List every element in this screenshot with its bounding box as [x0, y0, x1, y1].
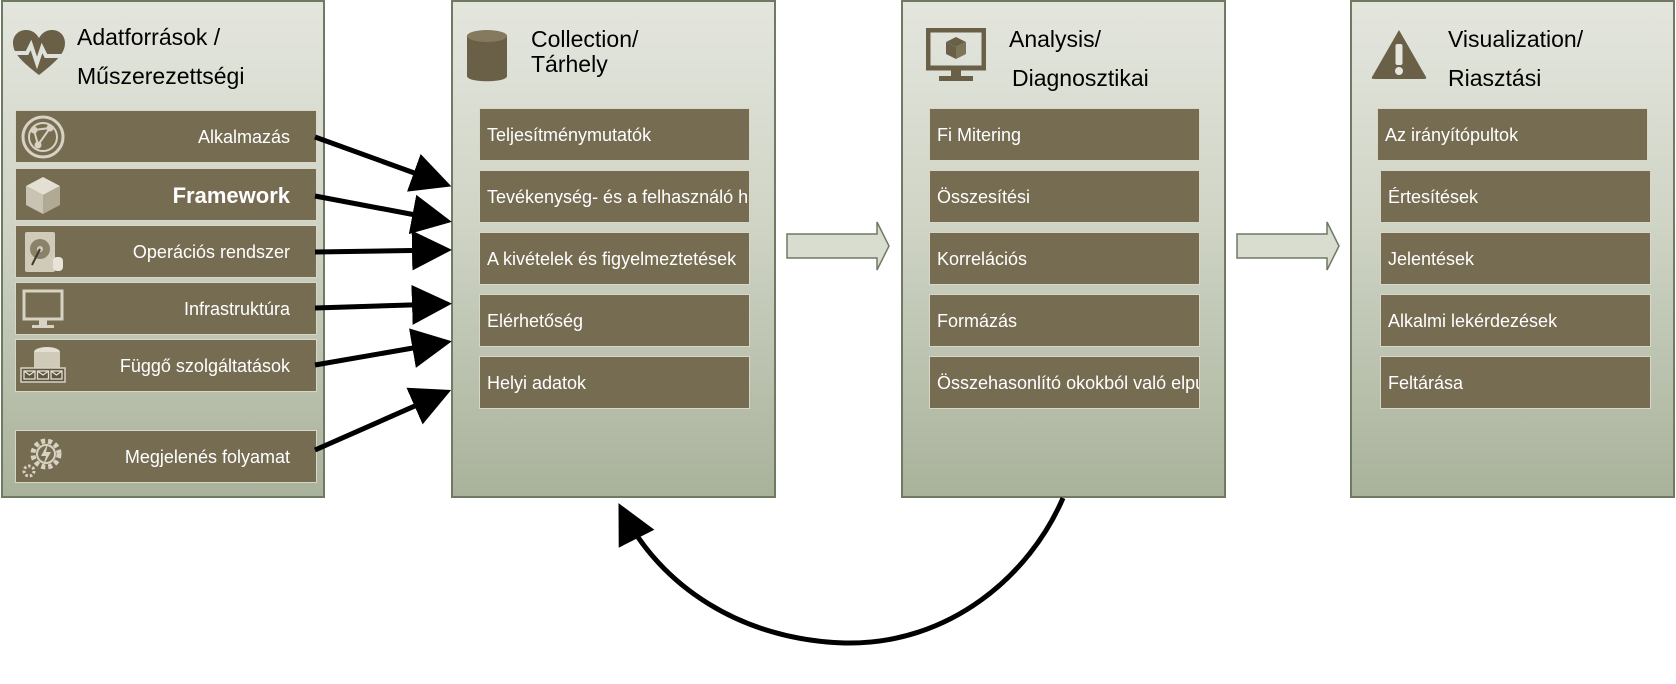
sources-title-line1: Adatforrások / — [77, 24, 221, 50]
monitor-icon — [22, 289, 64, 328]
source-item-infrastructure: Infrastruktúra — [15, 282, 317, 335]
flow-arrow — [786, 221, 890, 271]
analysis-item: Formázás — [929, 294, 1200, 347]
visualization-panel: Visualization/ Riasztási Az irányítópult… — [1350, 0, 1675, 498]
analysis-item: Korrelációs — [929, 232, 1200, 285]
connector-arrow — [314, 284, 452, 325]
analysis-title: Analysis/ Diagnosztikai — [1009, 20, 1149, 98]
analysis-item: Összehasonlító okokból való elpusztítás — [929, 356, 1200, 409]
connector-arrow — [313, 387, 452, 453]
analysis-title-line2: Diagnosztikai — [1012, 65, 1149, 91]
connector-arrow — [314, 134, 452, 192]
source-item-label: Infrastruktúra — [183, 299, 290, 319]
source-item-label: Függő szolgáltatások — [119, 356, 290, 376]
visualization-item: Jelentések — [1380, 232, 1651, 285]
source-item-application: Alkalmazás — [15, 110, 317, 163]
source-item-dependent-services: Függő szolgáltatások — [15, 339, 317, 392]
database-icon — [467, 30, 507, 82]
visualization-title-line2: Riasztási — [1448, 65, 1542, 91]
connector-arrow — [314, 193, 452, 235]
collection-panel: Collection/ Tárhely Storage Teljesítmény… — [451, 0, 776, 498]
collection-title: Collection/ Tárhely — [531, 20, 638, 84]
connector-arrow — [314, 328, 452, 368]
collection-title-line2: Tárhely — [531, 51, 608, 77]
warning-icon — [1371, 30, 1427, 79]
sources-title-line2: Műszerezettségi — [77, 63, 245, 89]
monitor-cube-icon — [926, 28, 986, 81]
visualization-item: Értesítések — [1380, 170, 1651, 223]
collection-item: Elérhetőség — [479, 294, 750, 347]
gears-lightning-icon — [22, 438, 62, 478]
collection-item: A kivételek és figyelmeztetések — [479, 232, 750, 285]
globe-network-icon — [21, 115, 65, 159]
sources-panel: Adatforrások / Műszerezettségi Alkalmazá… — [1, 0, 325, 498]
connector-arrow — [314, 230, 452, 271]
source-item-label: Megjelenés folyamat — [124, 447, 290, 467]
visualization-item: Alkalmi lekérdezések — [1380, 294, 1651, 347]
analysis-item: Összesítési — [929, 170, 1200, 223]
cube-icon — [26, 177, 60, 214]
collection-item: Helyi adatok — [479, 356, 750, 409]
source-item-label: Alkalmazás — [197, 127, 290, 147]
visualization-title: Visualization/ Riasztási — [1448, 20, 1583, 98]
flow-arrow — [1236, 221, 1340, 271]
visualization-title-line1: Visualization/ — [1448, 26, 1584, 52]
source-item-label: Operációs rendszer — [132, 242, 290, 262]
collection-item: Teljesítménymutatók — [479, 108, 750, 161]
visualization-item: Az irányítópultok — [1377, 108, 1648, 161]
sources-title: Adatforrások / Műszerezettségi — [77, 18, 244, 96]
analysis-item: Fi Mitering — [929, 108, 1200, 161]
visualization-item: Feltárása — [1380, 356, 1651, 409]
feedback-arrow — [618, 497, 1066, 646]
source-item-label: Framework — [172, 183, 290, 208]
heart-pulse-icon — [13, 30, 65, 75]
hard-drive-icon — [25, 232, 63, 272]
collection-title-line1: Collection/ — [531, 26, 639, 52]
analysis-panel: Analysis/ Diagnosztikai Fi Mitering Össz… — [901, 0, 1226, 498]
collection-item: Tevékenység- és a felhasználó haladás — [479, 170, 750, 223]
analysis-title-line1: Analysis/ — [1009, 26, 1102, 52]
source-item-framework: Framework — [15, 168, 317, 221]
source-item-os: Operációs rendszer — [15, 225, 317, 278]
database-mail-icon — [20, 347, 66, 383]
source-item-release-process: Megjelenés folyamat — [15, 430, 317, 483]
